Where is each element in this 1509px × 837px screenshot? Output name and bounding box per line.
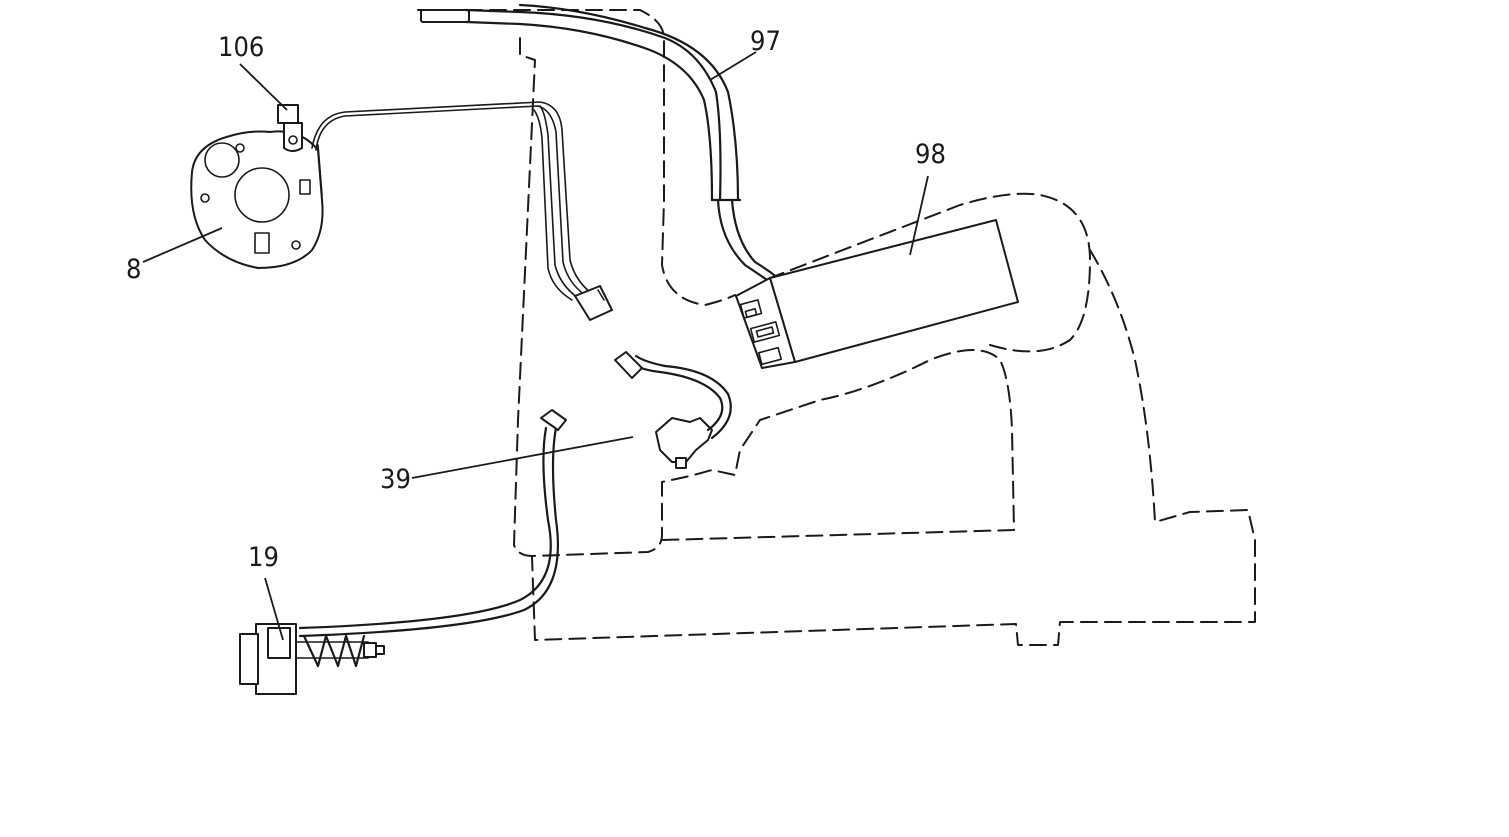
callout-106: 106 (218, 32, 264, 63)
harness-wires (311, 101, 613, 321)
module-98 (735, 219, 1019, 369)
cable-97 (420, 3, 780, 284)
housing-outline (417, 9, 1256, 646)
switch-39 (614, 351, 732, 469)
callout-8: 8 (126, 254, 141, 285)
callout-98: 98 (915, 139, 946, 170)
callout-19: 19 (248, 542, 279, 573)
leader-lines (142, 51, 929, 641)
plate-8 (190, 104, 324, 269)
sensor-19 (239, 409, 567, 695)
callout-39: 39 (380, 464, 411, 495)
callout-97: 97 (750, 26, 781, 57)
